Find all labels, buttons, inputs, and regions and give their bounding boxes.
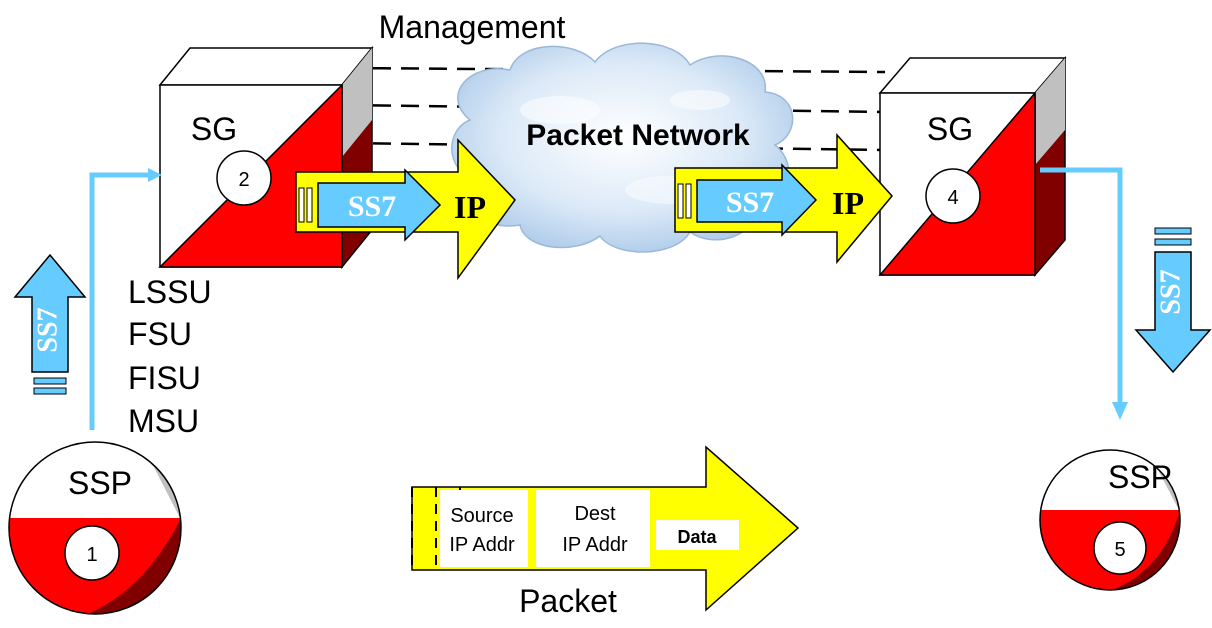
ss7-up-arrow: SS7 (13, 253, 87, 395)
sg-left-number: 2 (238, 169, 249, 191)
ss7-right-label: SS7 (726, 186, 774, 219)
packet-dest-line1: Dest (574, 503, 616, 525)
ssp-left-label: SSP (68, 465, 132, 501)
packet-label: Packet (519, 583, 617, 619)
ss7-left-label: SS7 (348, 190, 396, 223)
sg-right-number: 4 (947, 187, 958, 209)
link-arrowhead-sg2 (148, 168, 162, 182)
signal-unit-lssu: LSSU (128, 274, 212, 310)
packet-dest-line2: IP Addr (562, 534, 628, 556)
packet-dest-field (536, 490, 650, 567)
ss7-down-arrow: SS7 (1134, 227, 1212, 374)
packet-source-line1: Source (450, 505, 513, 527)
packet-network-label: Packet Network (526, 119, 750, 152)
ss7-ip-arrow-left: SS7 IP (295, 138, 516, 281)
sg-right-number-circle (925, 168, 981, 224)
management-links (344, 66, 886, 152)
link-sg4-to-ssp5 (1040, 167, 1123, 405)
ssp-left-node: SSP 1 (8, 441, 182, 615)
ssp-right-node: SSP 5 (1039, 449, 1181, 591)
signal-unit-list: LSSU FSU FISU MSU (128, 274, 212, 439)
signal-unit-fisu: FISU (128, 360, 201, 396)
sg-left-number-circle (216, 150, 272, 206)
mgmt-line-1 (344, 66, 886, 74)
ip-left-label: IP (454, 189, 486, 225)
packet-source-field (440, 490, 528, 567)
sg-right-label: SG (927, 111, 973, 147)
packet-arrow: Source IP Addr Dest IP Addr Data (411, 445, 800, 612)
ss7-down-label: SS7 (1155, 269, 1186, 314)
packet-source-line2: IP Addr (449, 534, 515, 556)
sg-right-box: SG 4 (878, 55, 1067, 278)
management-title: Management (379, 9, 566, 45)
signal-unit-fsu: FSU (128, 316, 192, 352)
sg-left-label: SG (191, 111, 237, 147)
ssp-right-label: SSP (1108, 459, 1172, 495)
packet-data-label: Data (677, 527, 717, 547)
link-arrowhead-ssp5 (1112, 402, 1128, 420)
ssp-left-number: 1 (86, 544, 97, 566)
ssp-right-number-circle (1093, 521, 1147, 575)
link-ssp1-to-sg2 (89, 172, 150, 430)
signal-unit-msu: MSU (128, 403, 199, 439)
ssp-left-number-circle (64, 525, 120, 581)
ss7-links (89, 167, 1123, 430)
ss7-ip-arrow-right: SS7 IP (674, 133, 893, 265)
ip-right-label: IP (832, 185, 864, 221)
sg-left-box: SG 2 (158, 45, 374, 270)
mgmt-line-3 (344, 141, 886, 152)
packet-data-field (656, 520, 739, 550)
mgmt-line-2 (344, 103, 886, 114)
ss7-up-label: SS7 (32, 307, 63, 352)
ssp-right-number: 5 (1114, 539, 1125, 561)
